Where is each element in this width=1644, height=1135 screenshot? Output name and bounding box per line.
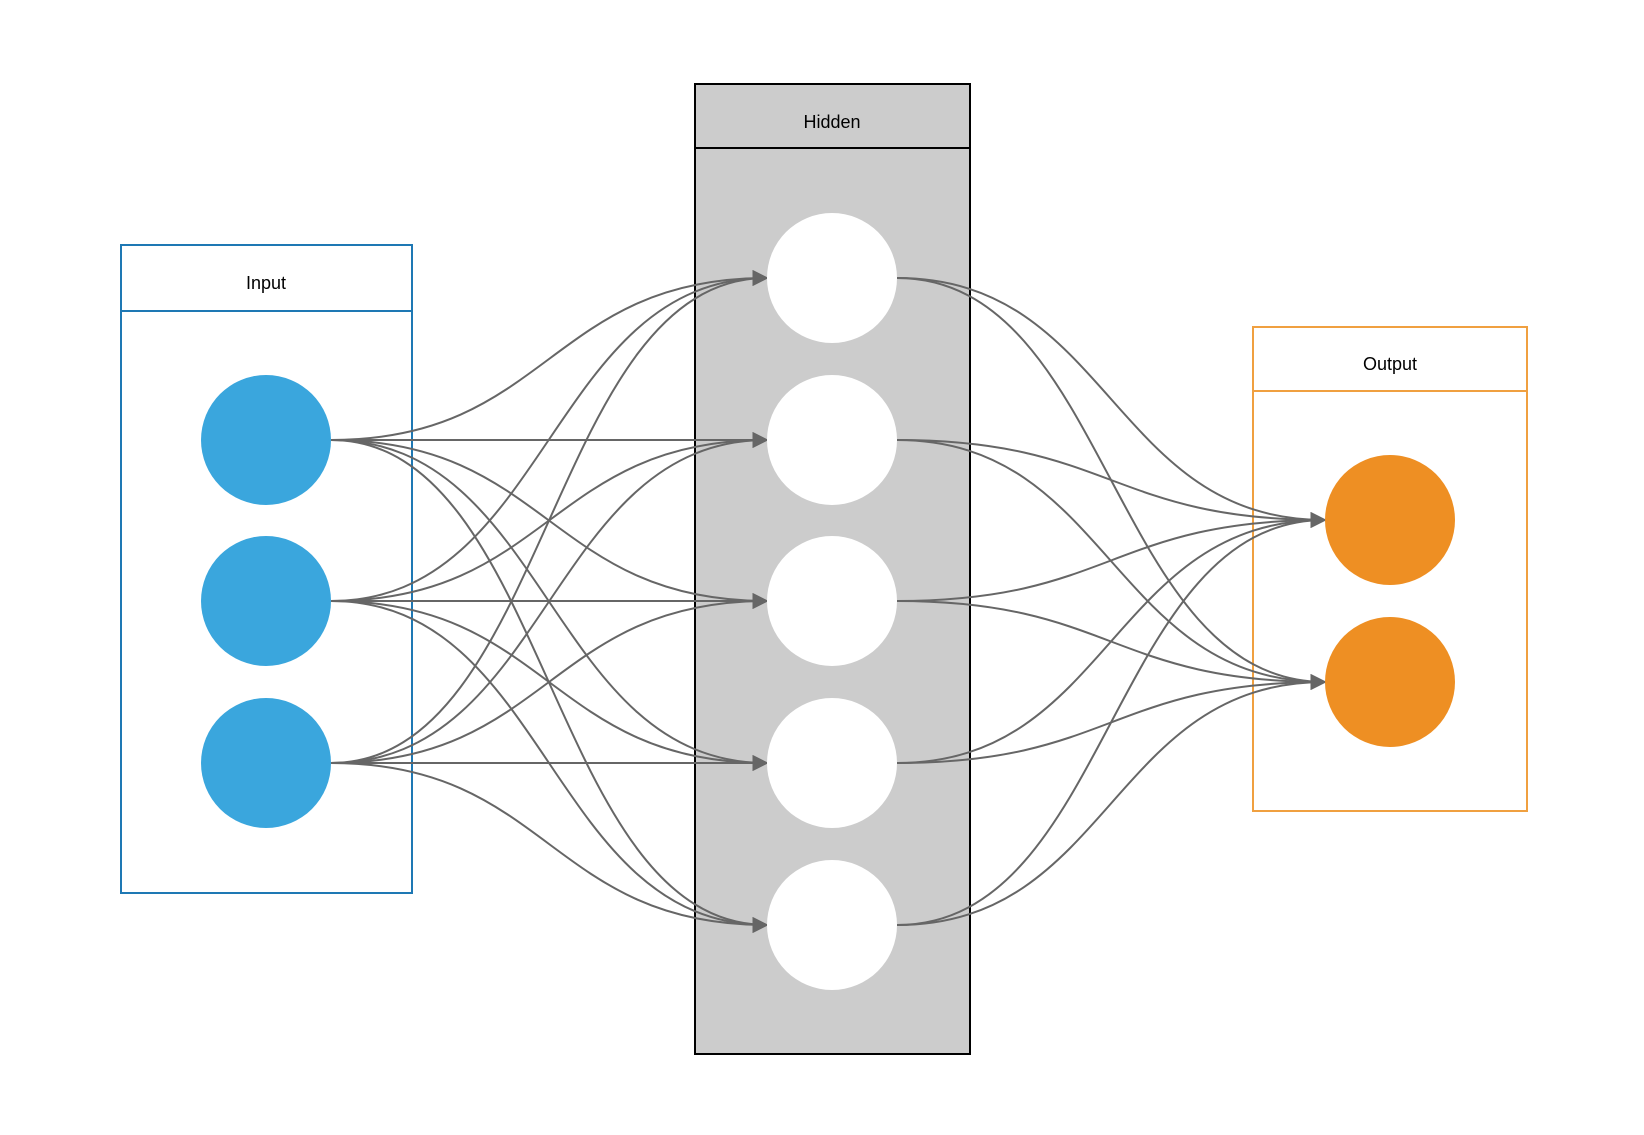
edge-hidden-5-to-output-2 <box>896 674 1327 926</box>
hidden-node-1 <box>767 213 897 343</box>
edge-input-3-to-hidden-1 <box>330 270 769 764</box>
hidden-node-2 <box>767 375 897 505</box>
edge-input-3-to-hidden-5 <box>330 762 769 933</box>
output-node-2 <box>1325 617 1455 747</box>
edge-hidden-4-to-output-1 <box>896 512 1327 764</box>
edge-hidden-2-to-output-1 <box>896 439 1327 528</box>
hidden-node-4 <box>767 698 897 828</box>
hidden-layer-title: Hidden <box>803 112 860 132</box>
edge-hidden-3-to-output-1 <box>896 512 1327 602</box>
edge-input-2-to-hidden-1 <box>330 270 769 602</box>
hidden-node-3 <box>767 536 897 666</box>
connection-edges <box>330 270 1327 933</box>
edge-input-3-to-hidden-3 <box>330 593 769 764</box>
edge-input-1-to-hidden-1 <box>330 270 769 441</box>
edge-hidden-5-to-output-1 <box>896 512 1327 926</box>
hidden-node-5 <box>767 860 897 990</box>
input-node-1 <box>201 375 331 505</box>
neuron-nodes <box>201 213 1455 990</box>
output-node-1 <box>1325 455 1455 585</box>
input-node-3 <box>201 698 331 828</box>
input-layer-title: Input <box>246 273 286 293</box>
edge-hidden-1-to-output-1 <box>896 277 1327 528</box>
input-node-2 <box>201 536 331 666</box>
output-layer-title: Output <box>1363 354 1417 374</box>
edge-input-3-to-hidden-2 <box>330 432 769 764</box>
